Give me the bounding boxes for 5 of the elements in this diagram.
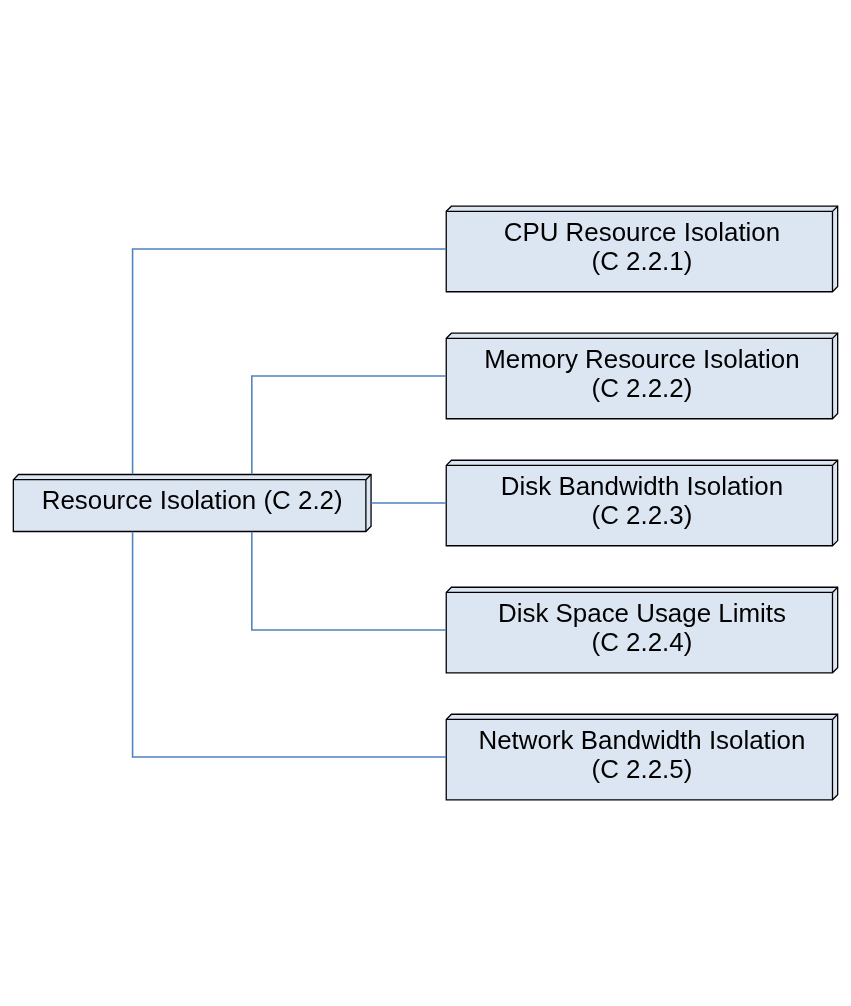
connector: [370, 502, 447, 504]
connector: [131, 530, 447, 758]
connector: [251, 531, 447, 631]
connector: [131, 248, 447, 476]
connector: [251, 375, 447, 475]
